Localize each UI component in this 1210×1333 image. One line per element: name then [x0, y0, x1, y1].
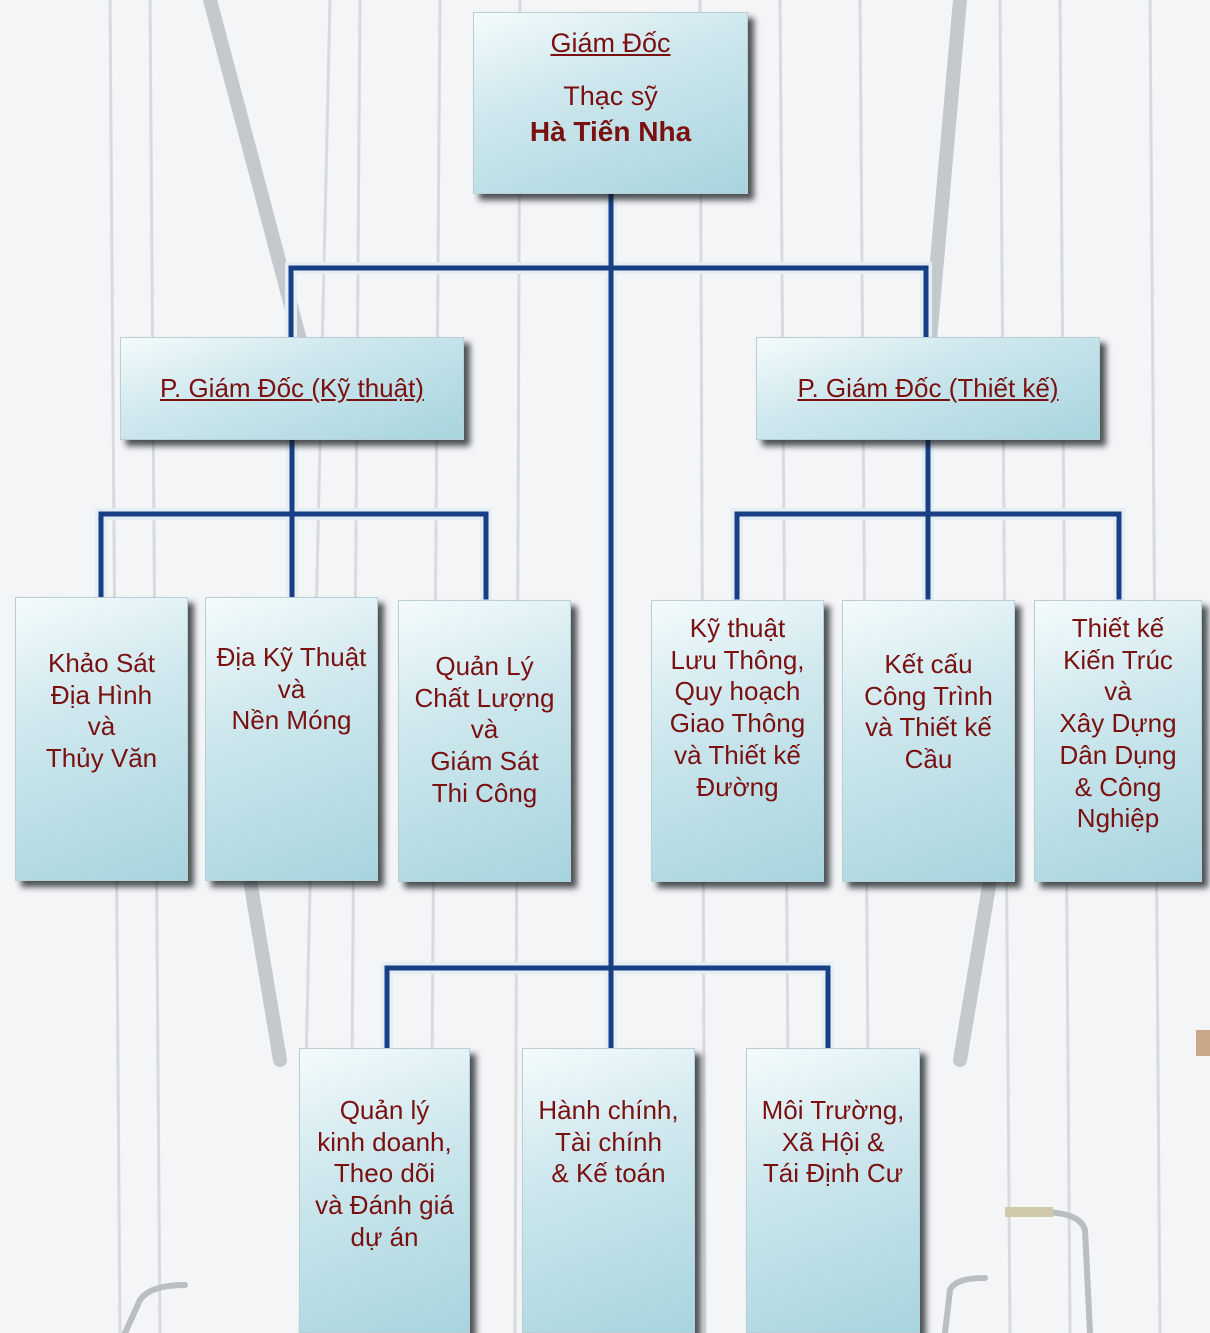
dept-line: Quản Lý	[435, 651, 534, 681]
dept-survey-hydrology: Khảo Sát Địa Hình và Thủy Văn	[15, 597, 188, 881]
dept-line: Địa Hình	[50, 679, 153, 710]
vice-director-design-label: P. Giám Đốc (Thiết kế)	[797, 372, 1059, 403]
vice-director-technical-box: P. Giám Đốc (Kỹ thuật)	[120, 337, 464, 440]
dept-line: Thi Công	[431, 777, 538, 808]
dept-line: Chất Lượng	[414, 682, 555, 713]
dept-line: Xã Hội &	[781, 1126, 885, 1157]
dept-line: Nền Móng	[231, 705, 352, 736]
dept-line: Địa Kỹ Thuật	[216, 642, 367, 672]
dept-line: Khảo Sát	[48, 648, 155, 678]
dept-line: dự án	[350, 1221, 419, 1252]
dept-line: Tài chính	[555, 1126, 662, 1157]
dept-line: và	[87, 711, 116, 742]
dept-line: Kiến Trúc	[1063, 644, 1173, 675]
dept-line: Xây Dựng	[1059, 708, 1177, 739]
dept-line: & Công	[1074, 771, 1162, 802]
dept-quality-supervision: Quản Lý Chất Lượng và Giám Sát Thi Công	[398, 600, 571, 882]
dept-line: Thủy Văn	[45, 743, 158, 774]
dept-traffic-road-design: Kỹ thuật Lưu Thông, Quy hoạch Giao Thông…	[651, 600, 824, 882]
dept-line: Kết cấu	[884, 649, 973, 679]
dept-line: và Thiết kế	[674, 739, 801, 770]
dept-line: Kỹ thuật	[689, 613, 786, 643]
dept-line: Nghiệp	[1076, 803, 1160, 834]
dept-line: Quy hoạch	[674, 676, 801, 707]
dept-structure-bridge-design: Kết cấu Công Trình và Thiết kế Cầu	[842, 600, 1015, 882]
dept-line: Lưu Thông,	[670, 644, 805, 675]
dept-line: Công Trình	[864, 680, 993, 711]
dept-architecture-construction: Thiết kế Kiến Trúc và Xây Dựng Dân Dụng …	[1034, 600, 1202, 882]
dept-line: và Đánh giá	[315, 1190, 454, 1221]
dept-line: & Kế toán	[551, 1158, 666, 1189]
dept-geotechnical-foundation: Địa Kỹ Thuật và Nền Móng	[205, 597, 378, 881]
dept-line: và	[470, 714, 499, 745]
vice-director-design-box: P. Giám Đốc (Thiết kế)	[756, 337, 1100, 440]
dept-line: Dân Dụng	[1059, 739, 1177, 770]
director-name: Hà Tiến Nha	[529, 115, 692, 147]
vice-director-technical-label: P. Giám Đốc (Kỹ thuật)	[160, 372, 424, 403]
dept-line: Đường	[696, 771, 779, 802]
dept-business-project-evaluation: Quản lý kinh doanh, Theo dõi và Đánh giá…	[299, 1048, 470, 1333]
dept-line: và	[277, 673, 306, 704]
director-role: Giám Đốc	[550, 28, 671, 58]
dept-line: Hành chính,	[538, 1095, 679, 1125]
dept-line: và	[1104, 676, 1132, 707]
dept-line: Thiết kế	[1071, 613, 1165, 643]
director-degree: Thạc sỹ	[563, 80, 658, 111]
dept-line: Môi Trường,	[761, 1095, 905, 1125]
dept-line: kinh doanh,	[317, 1126, 452, 1157]
dept-administration-finance: Hành chính, Tài chính & Kế toán	[522, 1048, 695, 1333]
director-box: Giám Đốc Thạc sỹ Hà Tiến Nha	[473, 12, 748, 194]
dept-line: Giám Sát	[430, 746, 539, 777]
dept-line: Cầu	[904, 744, 953, 775]
dept-environment-resettlement: Môi Trường, Xã Hội & Tái Định Cư	[746, 1048, 920, 1333]
dept-line: Tái Định Cư	[762, 1158, 904, 1189]
dept-line: Theo dõi	[333, 1158, 436, 1189]
dept-line: Giao Thông	[669, 708, 806, 739]
dept-line: Quản lý	[339, 1095, 430, 1125]
dept-line: và Thiết kế	[865, 712, 992, 743]
